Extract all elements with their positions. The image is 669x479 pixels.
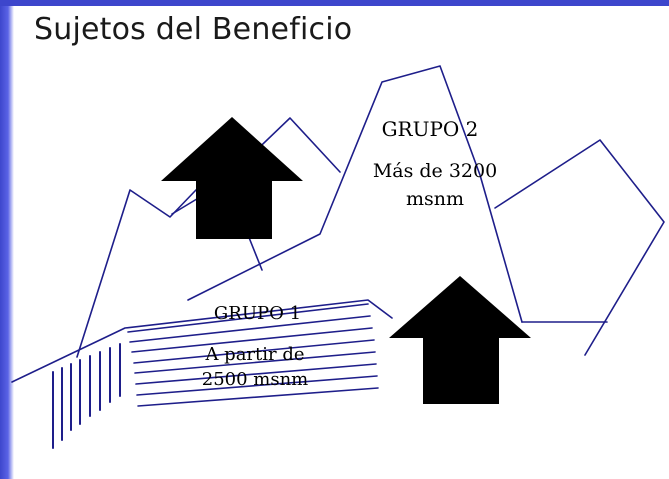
lower-right-arrow-icon <box>389 276 531 404</box>
group-2-description-line-2: msnm <box>405 188 465 210</box>
mountain-center-outline <box>187 65 523 323</box>
mountain-right-outline <box>494 139 665 356</box>
upper-left-arrow-icon <box>161 117 303 239</box>
vertical-hatch-lines <box>52 343 121 449</box>
group-2-label: GRUPO 2 <box>381 117 479 141</box>
contour-lines <box>127 303 379 407</box>
group-2-description-line-1: Más de 3200 <box>372 160 498 182</box>
group-1-description: A partir de 2500 msnm <box>160 342 350 392</box>
group-2-description: Más de 3200 msnm <box>345 157 525 213</box>
slide-title: Sujetos del Beneficio <box>34 12 353 47</box>
group-1-description-line-2: 2500 msnm <box>201 369 309 390</box>
foreground-slope <box>11 299 393 383</box>
group-1-description-line-1: A partir de <box>205 344 305 365</box>
group-1-label: GRUPO 1 <box>213 303 302 324</box>
